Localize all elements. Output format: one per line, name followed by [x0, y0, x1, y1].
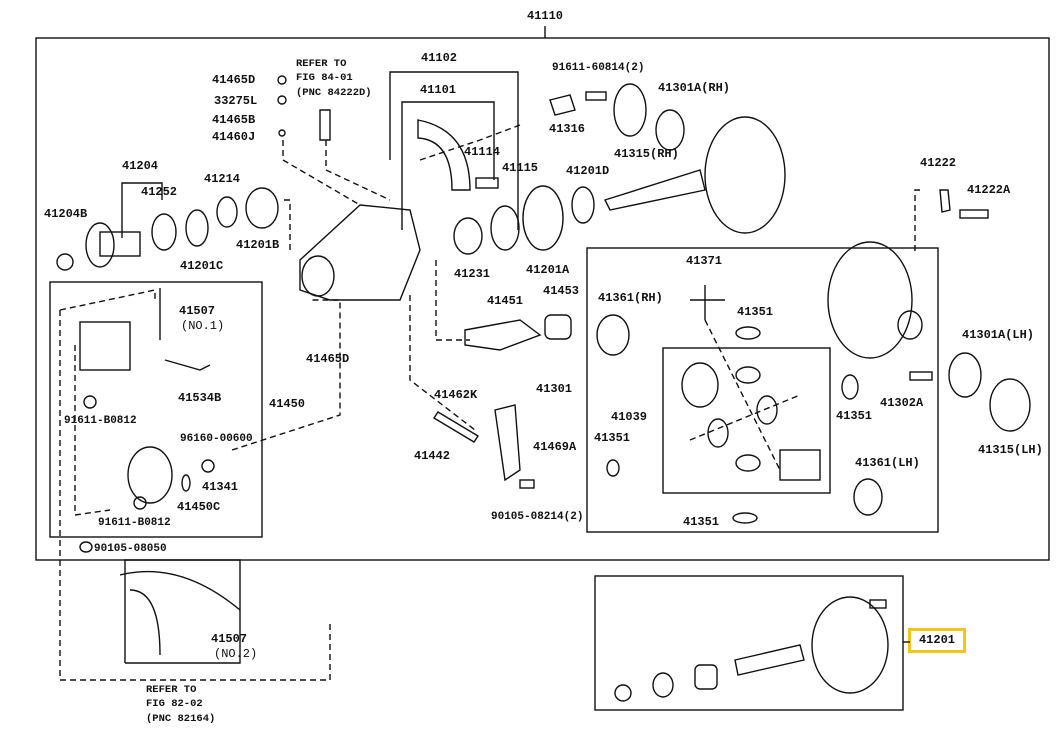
- part-label[interactable]: 41201D: [566, 164, 610, 178]
- part-label[interactable]: 91611-B0812: [64, 415, 137, 427]
- refer-note-line: (PNC 84222D): [296, 87, 372, 99]
- highlighted-part-box[interactable]: 41201: [908, 628, 966, 653]
- part-label[interactable]: 41460J: [212, 130, 256, 144]
- part-label[interactable]: 41465B: [212, 113, 256, 127]
- part-label-suffix: (NO.2): [214, 647, 258, 661]
- part-label[interactable]: 91611-B0812: [98, 517, 171, 529]
- bracket-41204: [121, 182, 163, 238]
- part-label[interactable]: 41201B: [236, 238, 280, 252]
- part-label[interactable]: 41453: [543, 284, 580, 298]
- part-shapes: [56, 75, 1031, 702]
- part-label[interactable]: 41351: [683, 515, 720, 529]
- part-label[interactable]: 41462K: [434, 388, 478, 402]
- part-label[interactable]: 41201C: [180, 259, 224, 273]
- part-label[interactable]: 33275L: [214, 94, 258, 108]
- part-label[interactable]: 41534B: [178, 391, 222, 405]
- part-label[interactable]: 41114: [464, 145, 501, 159]
- dashed-guides: [59, 124, 920, 681]
- part-label[interactable]: 41231: [454, 267, 491, 281]
- highlighted-part-label[interactable]: 41201: [918, 633, 955, 647]
- part-label[interactable]: 41465D: [212, 73, 256, 87]
- part-label[interactable]: 41507: [179, 304, 216, 318]
- part-label[interactable]: 41465D: [306, 352, 350, 366]
- part-label[interactable]: 90105-08050: [94, 543, 167, 555]
- part-label[interactable]: 41450: [269, 397, 306, 411]
- sub-box-differential: [586, 247, 939, 533]
- part-label-suffix: (NO.1): [181, 319, 225, 333]
- part-label[interactable]: 41302A: [880, 396, 924, 410]
- part-label[interactable]: 41442: [414, 449, 451, 463]
- part-label[interactable]: 41201A: [526, 263, 570, 277]
- refer-note-line: REFER TO: [146, 684, 197, 696]
- part-label[interactable]: 41341: [202, 480, 239, 494]
- part-label[interactable]: 41101: [420, 83, 457, 97]
- sub-box-41201: [594, 575, 904, 711]
- sub-box-41039: [662, 347, 831, 494]
- part-label[interactable]: 41115: [502, 161, 539, 175]
- part-label[interactable]: 41351: [737, 305, 774, 319]
- part-label[interactable]: 96160-00600: [180, 433, 253, 445]
- sub-box-41450: [49, 281, 263, 538]
- part-label[interactable]: 41371: [686, 254, 723, 268]
- part-label[interactable]: 41361(RH): [598, 291, 663, 305]
- part-label[interactable]: 90105-08214(2): [491, 511, 584, 523]
- part-label-assembly[interactable]: 41110: [527, 9, 564, 23]
- part-label[interactable]: 41507: [211, 632, 248, 646]
- part-label[interactable]: 41315(LH): [978, 443, 1043, 457]
- refer-note-line[interactable]: FIG 84-01: [296, 72, 353, 84]
- part-label[interactable]: 41252: [141, 185, 178, 199]
- bracket-41101: [401, 101, 495, 230]
- refer-note-line: (PNC 82164): [146, 713, 216, 725]
- part-label[interactable]: 91611-60814(2): [552, 62, 645, 74]
- part-label[interactable]: 41301A(LH): [962, 328, 1035, 342]
- part-label[interactable]: 41102: [421, 51, 458, 65]
- part-label[interactable]: 41361(LH): [855, 456, 920, 470]
- part-label[interactable]: 41039: [611, 410, 648, 424]
- part-label[interactable]: 41222: [920, 156, 957, 170]
- refer-note-line[interactable]: FIG 82-02: [146, 698, 203, 710]
- part-label[interactable]: 41315(RH): [614, 147, 679, 161]
- part-label[interactable]: 41351: [836, 409, 873, 423]
- part-label[interactable]: 41450C: [177, 500, 221, 514]
- bracket-41102: [389, 71, 519, 230]
- part-label[interactable]: 41451: [487, 294, 524, 308]
- part-label[interactable]: 41214: [204, 172, 241, 186]
- part-label[interactable]: 41301: [536, 382, 573, 396]
- refer-note-line: REFER TO: [296, 58, 347, 70]
- part-label[interactable]: 41222A: [967, 183, 1011, 197]
- part-label[interactable]: 41204: [122, 159, 159, 173]
- part-label[interactable]: 41301A(RH): [658, 81, 731, 95]
- part-label[interactable]: 41316: [549, 122, 586, 136]
- part-label[interactable]: 41469A: [533, 440, 577, 454]
- part-label[interactable]: 41204B: [44, 207, 88, 221]
- part-label[interactable]: 41351: [594, 431, 631, 445]
- assembly-frame: [35, 37, 1050, 561]
